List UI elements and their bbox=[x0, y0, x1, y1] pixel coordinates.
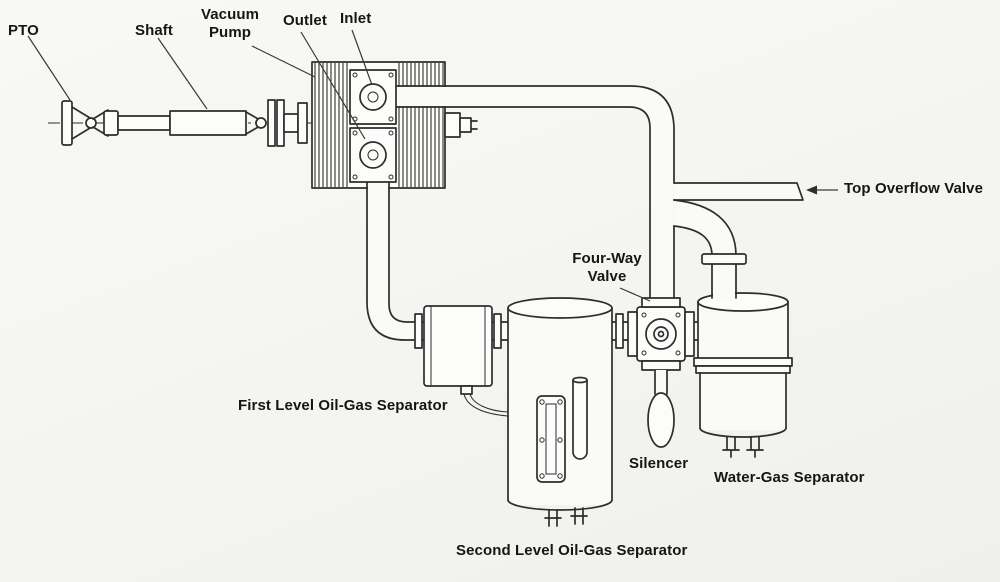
label-second-level-separator: Second Level Oil-Gas Separator bbox=[456, 542, 688, 559]
label-vacuum-pump: Vacuum Pump bbox=[198, 6, 262, 42]
silencer-drawing bbox=[647, 369, 675, 448]
vacuum-pump-ports bbox=[349, 69, 478, 183]
pto-shaft-drawing bbox=[61, 99, 308, 147]
leader-lines bbox=[27, 29, 651, 302]
first-level-separator-drawing bbox=[414, 305, 509, 417]
label-vacuum-pump-line1: Vacuum bbox=[200, 6, 260, 23]
inlet-pipe-drawing bbox=[388, 85, 804, 302]
label-water-gas-separator: Water-Gas Separator bbox=[714, 469, 865, 486]
label-vacuum-pump-line2: Pump bbox=[208, 24, 252, 41]
label-silencer: Silencer bbox=[629, 455, 689, 472]
overflow-arrow-icon bbox=[806, 185, 838, 195]
label-four-way-valve: Four-Way Valve bbox=[568, 250, 646, 286]
label-top-overflow-valve: Top Overflow Valve bbox=[844, 180, 984, 197]
label-pto: PTO bbox=[8, 22, 39, 39]
label-four-way-valve-line1: Four-Way bbox=[572, 250, 642, 267]
label-four-way-valve-line2: Valve bbox=[587, 268, 627, 285]
label-outlet: Outlet bbox=[283, 12, 327, 29]
label-inlet: Inlet bbox=[340, 10, 372, 27]
label-shaft: Shaft bbox=[135, 22, 173, 39]
label-first-level-separator: First Level Oil-Gas Separator bbox=[238, 397, 448, 414]
four-way-valve-drawing bbox=[615, 297, 695, 371]
second-level-separator-drawing bbox=[507, 297, 613, 527]
water-separator-inlet-pipe bbox=[673, 199, 747, 299]
water-gas-separator-drawing bbox=[693, 292, 793, 458]
